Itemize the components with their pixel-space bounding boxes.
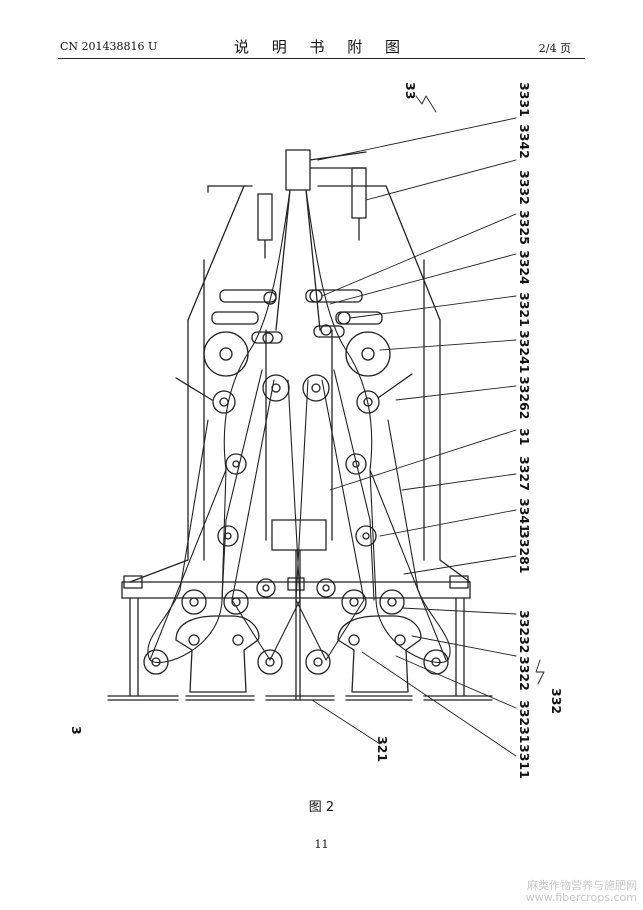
page-number: 11 [314, 838, 329, 851]
base [107, 575, 493, 701]
reference-numerals: 33 3331 3342 3332 3325 3324 3321 33241 3… [69, 82, 564, 779]
label-332: 332 [549, 688, 564, 714]
leader-lines [311, 95, 545, 757]
label-3341: 3341 [517, 498, 532, 533]
page-heading: 说 明 书 附 图 [233, 38, 410, 56]
label-31: 31 [517, 428, 532, 445]
label-3321: 3321 [517, 292, 532, 327]
label-3342: 3342 [517, 124, 532, 159]
label-33231: 33231 [517, 700, 532, 744]
figure-caption: 图 2 [308, 800, 335, 815]
label-33232: 33232 [517, 610, 532, 654]
label-321: 321 [375, 736, 390, 762]
rollers [143, 289, 449, 675]
watermark-line-1: 麻类作物营养与施肥网 [527, 879, 637, 892]
center-column [265, 149, 333, 701]
linkage-arms [175, 289, 413, 401]
watermark-line-2: www.fibercrops.com [525, 891, 637, 904]
label-33281: 33281 [517, 530, 532, 574]
label-3324: 3324 [517, 250, 532, 285]
site-watermark: 麻类作物营养与施肥网 www.fibercrops.com [526, 880, 637, 904]
page-count: 2/4 页 [538, 42, 571, 55]
label-3332: 3332 [517, 170, 532, 205]
patent-number: CN 201438816 U [60, 40, 158, 53]
top-linkage [257, 151, 367, 259]
label-3311: 3311 [517, 744, 532, 779]
label-3327: 3327 [517, 456, 532, 491]
label-33241: 33241 [517, 330, 532, 374]
label-33: 33 [403, 82, 418, 99]
label-3: 3 [69, 726, 84, 735]
header-rule [58, 58, 585, 59]
label-33262: 33262 [517, 376, 532, 420]
label-3325: 3325 [517, 210, 532, 245]
hoppers [175, 615, 422, 693]
label-3331: 3331 [517, 82, 532, 117]
label-3322: 3322 [517, 656, 532, 691]
belt-loops [147, 189, 451, 664]
